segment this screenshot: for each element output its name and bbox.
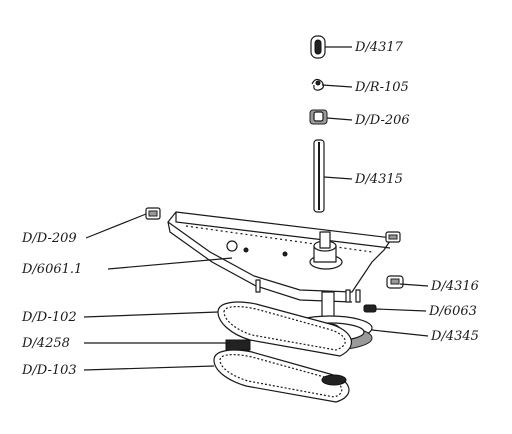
leader-lines <box>83 46 429 371</box>
label-d4315: D/4315 <box>354 172 403 187</box>
label-d4345: D/4345 <box>430 329 479 344</box>
label-dd206: D/D-206 <box>354 113 410 128</box>
part-d4316 <box>386 275 404 289</box>
part-d4317 <box>310 35 326 59</box>
label-d4258: D/4258 <box>21 336 70 351</box>
label-d4316: D/4316 <box>430 279 479 294</box>
part-dd102-belt <box>217 301 353 357</box>
label-dd209: D/D-209 <box>21 231 77 246</box>
label-d6063: D/6063 <box>428 304 477 319</box>
label-d4317: D/4317 <box>354 40 404 55</box>
label-dd103: D/D-103 <box>21 363 77 378</box>
part-d4315 <box>313 139 325 213</box>
label-d6061: D/6061.1 <box>21 262 82 277</box>
part-dr105 <box>311 78 325 91</box>
part-dd209 <box>145 207 161 220</box>
part-dd103-belt <box>213 349 350 403</box>
part-d6063-screw <box>363 304 377 313</box>
part-dd206 <box>309 109 328 125</box>
label-dr105: D/R-105 <box>354 80 409 95</box>
plate-corner-block <box>385 231 401 243</box>
label-dd102: D/D-102 <box>21 310 77 325</box>
part-d6061-plate <box>167 211 393 303</box>
